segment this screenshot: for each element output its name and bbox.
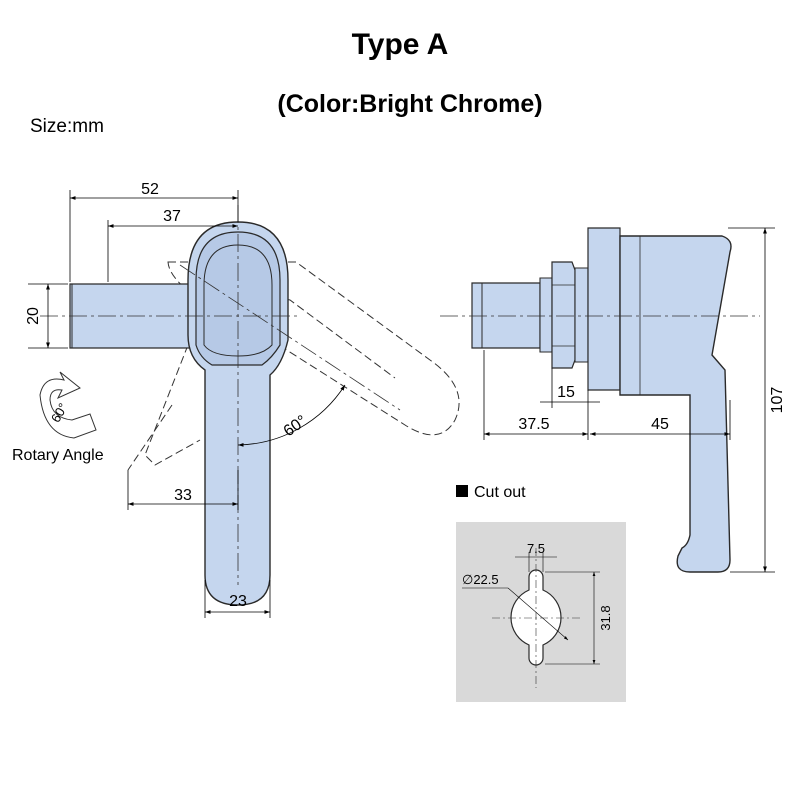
side-nut	[551, 261, 576, 369]
dim-spindle-height: 20	[25, 307, 42, 325]
dim-cutout-height: 31.8	[598, 605, 613, 630]
side-handle-body	[619, 235, 732, 573]
dim-slot-width: 7.5	[527, 541, 545, 556]
cutout-label: Cut out	[474, 484, 526, 501]
cutout-bullet	[456, 485, 468, 497]
dim-handle-depth: 45	[651, 416, 669, 433]
dim-overall-height: 107	[769, 387, 786, 414]
front-view: 52 37 20 60° 33 23 60° Rotary Angle	[12, 181, 460, 618]
dim-handle-width: 23	[229, 593, 247, 610]
dim-flange-offset: 15	[557, 384, 575, 401]
side-view: 15 37.5 45 107	[440, 227, 786, 573]
dim-rotation-angle: 60°	[281, 412, 311, 440]
size-unit-label: Size:mm	[30, 116, 104, 137]
cutout-section: Cut out 7.5 ∅22.5 31.8	[456, 484, 626, 702]
dim-center-offset: 37	[163, 208, 181, 225]
dim-overall-width: 52	[141, 181, 159, 198]
side-flange	[587, 227, 621, 391]
page-subtitle: (Color:Bright Chrome)	[277, 90, 543, 118]
dim-spindle-length: 37.5	[518, 416, 549, 433]
page-title: Type A	[351, 28, 449, 61]
dim-swing-offset: 33	[174, 487, 192, 504]
rotary-angle-icon: 60°	[39, 371, 97, 439]
dim-diameter: ∅22.5	[462, 572, 499, 587]
rotary-angle-label: Rotary Angle	[12, 447, 104, 464]
